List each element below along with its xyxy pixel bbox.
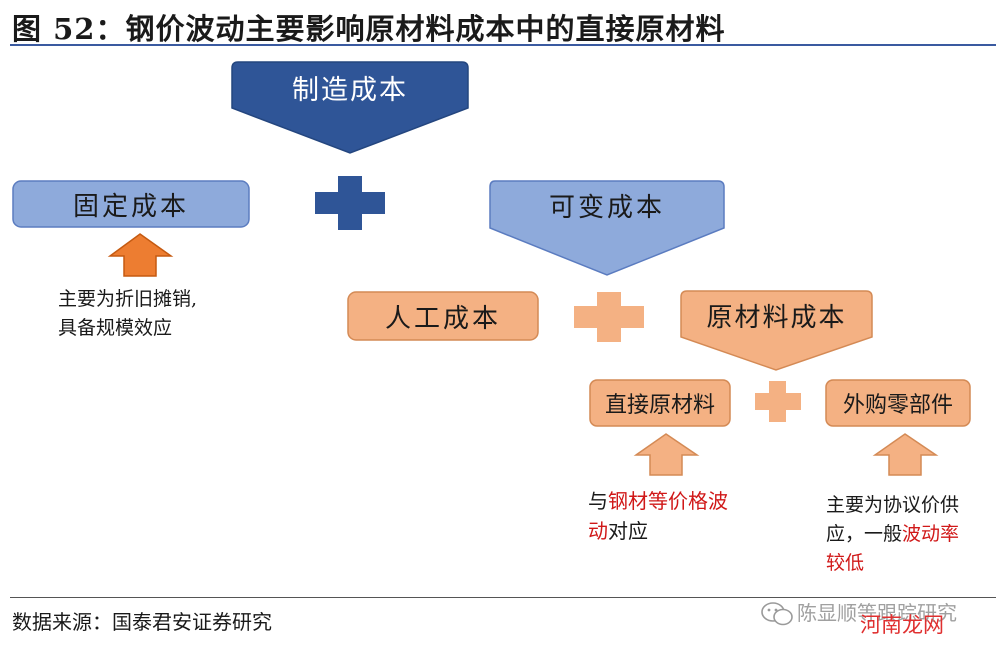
parts-note-line2: 应，一般 bbox=[826, 523, 903, 545]
purchased-parts-label: 外购零部件 bbox=[842, 393, 953, 418]
direct-note-highlight: 钢材等价格波 bbox=[608, 489, 728, 513]
up-arrow-icon-fixed bbox=[107, 233, 174, 277]
parts-note-highlight: 波动率 bbox=[902, 523, 960, 545]
watermark-logo-text: 河南龙网 bbox=[860, 613, 944, 637]
title-divider bbox=[10, 44, 996, 46]
watermark-text: 陈显顺等跟踪研究 bbox=[797, 601, 957, 625]
raw-material-cost-shape bbox=[680, 290, 873, 371]
direct-raw-material-label: 直接原材料 bbox=[604, 393, 715, 418]
labor-cost-label: 人工成本 bbox=[384, 303, 501, 334]
fixed-cost-box bbox=[12, 180, 250, 228]
parts-note-line1: 主要为协议价供 bbox=[826, 494, 960, 516]
plus-icon-orange bbox=[574, 292, 644, 342]
purchased-parts-note: 主要为协议价供 应，一般波动率 较低 bbox=[826, 491, 959, 578]
purchased-parts-box bbox=[825, 379, 971, 427]
direct-note-highlight-2: 动 bbox=[588, 519, 608, 543]
fixed-cost-note: 主要为折旧摊销, 具备规模效应 bbox=[58, 285, 197, 343]
figure-title: 图 52：钢价波动主要影响原材料成本中的直接原材料 bbox=[12, 12, 726, 46]
variable-cost-shape bbox=[489, 180, 725, 276]
labor-cost-box bbox=[347, 291, 539, 341]
direct-material-note: 与钢材等价格波 动对应 bbox=[588, 486, 728, 546]
parts-note-highlight-2: 较低 bbox=[826, 552, 865, 574]
fixed-cost-note-line1: 主要为折旧摊销, bbox=[58, 288, 198, 310]
source-footer: 数据来源：国泰君安证券研究 bbox=[12, 610, 272, 634]
manufacturing-cost-shape bbox=[231, 61, 469, 154]
fixed-cost-label: 固定成本 bbox=[72, 191, 189, 222]
plus-icon-blue bbox=[315, 176, 385, 230]
up-arrow-icon-direct bbox=[633, 433, 700, 476]
raw-material-cost-label: 原材料成本 bbox=[706, 302, 847, 333]
direct-note-suffix: 对应 bbox=[608, 519, 648, 543]
fixed-cost-note-line2: 具备规模效应 bbox=[58, 317, 173, 339]
footer-divider bbox=[10, 597, 996, 598]
wechat-icon bbox=[761, 602, 793, 626]
variable-cost-label: 可变成本 bbox=[548, 192, 665, 223]
up-arrow-icon-parts bbox=[872, 433, 939, 476]
direct-note-prefix: 与 bbox=[588, 489, 608, 513]
manufacturing-cost-label: 制造成本 bbox=[292, 74, 408, 106]
direct-raw-material-box bbox=[589, 379, 731, 427]
plus-icon-small bbox=[755, 381, 801, 422]
